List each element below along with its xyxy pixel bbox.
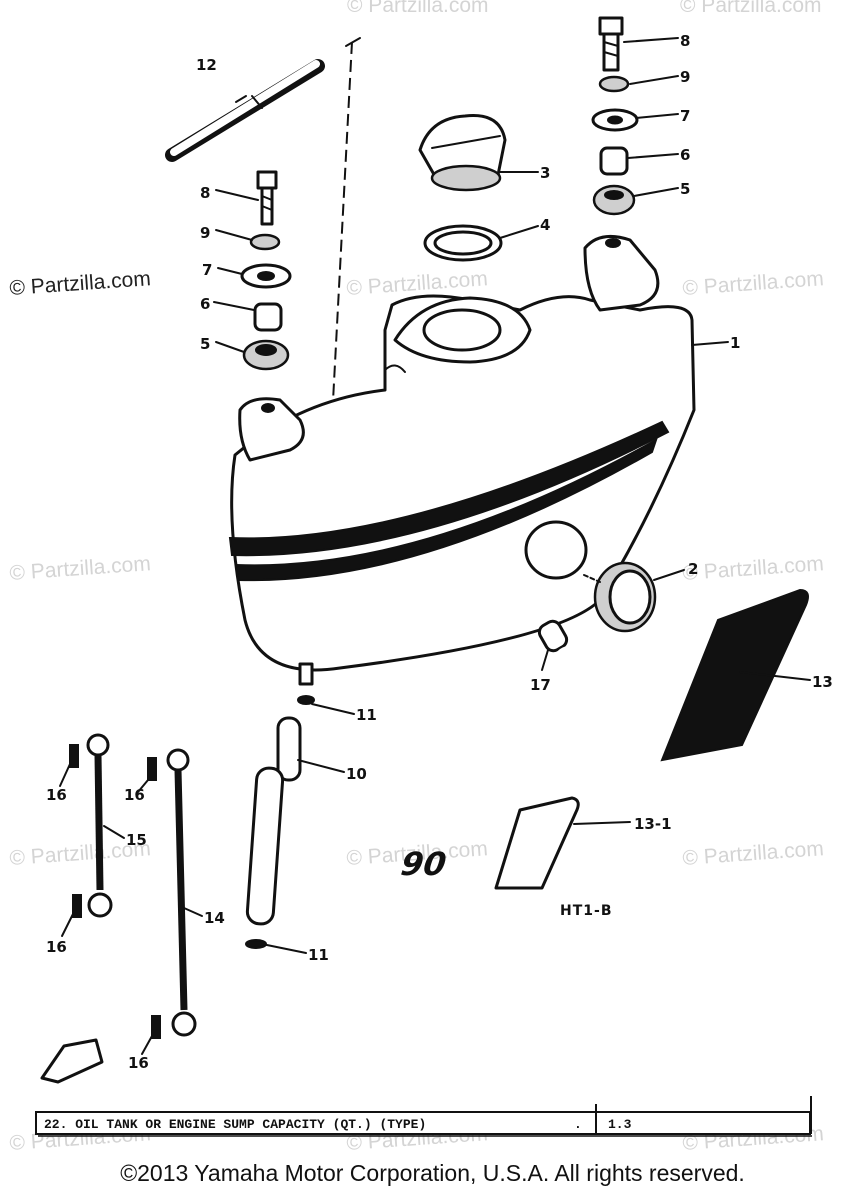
filler-cap — [418, 114, 507, 262]
callout-13-1: 13-1 — [634, 815, 672, 833]
callout-7-right: 7 — [680, 107, 690, 125]
callout-4: 4 — [540, 216, 550, 234]
capacity-separator: . — [574, 1117, 582, 1132]
watermark: © Partzilla.com — [9, 552, 152, 585]
callout-10: 10 — [346, 765, 367, 783]
part-12-pipe — [165, 37, 361, 421]
watermark: © Partzilla.com — [682, 267, 825, 300]
left-mount-hardware — [240, 170, 292, 371]
callout-16-a: 16 — [46, 786, 67, 804]
callout-5-right: 5 — [680, 180, 690, 198]
callout-8-left: 8 — [200, 184, 210, 202]
capacity-label: 22. OIL TANK OR ENGINE SUMP CAPACITY (QT… — [44, 1117, 426, 1132]
watermark: © Partzilla.com — [346, 267, 489, 300]
watermark-main: © Partzilla.com — [9, 267, 152, 300]
watermark: © Partzilla.com — [682, 552, 825, 585]
oil-tank — [228, 234, 696, 686]
grommet — [583, 561, 657, 633]
callout-16-b: 16 — [124, 786, 145, 804]
leader-lines — [59, 37, 811, 1055]
callout-5-left: 5 — [200, 335, 210, 353]
stays — [69, 733, 197, 1039]
callout-16-c: 16 — [46, 938, 67, 956]
callout-6-left: 6 — [200, 295, 210, 313]
callout-16-d: 16 — [128, 1054, 149, 1072]
arrow-badge — [40, 1038, 104, 1084]
callout-14: 14 — [204, 909, 225, 927]
callout-6-right: 6 — [680, 146, 690, 164]
callout-11-bottom: 11 — [308, 946, 329, 964]
model-label: HT1-B — [560, 903, 613, 919]
callout-12: 12 — [196, 56, 217, 74]
callout-2: 2 — [688, 560, 698, 578]
sleeve-17 — [537, 619, 569, 653]
capacity-value: 1.3 — [608, 1117, 632, 1132]
watermark: © Partzilla.com — [347, 0, 489, 17]
callout-8-right: 8 — [680, 32, 690, 50]
capacity-table: 22. OIL TANK OR ENGINE SUMP CAPACITY (QT… — [35, 1096, 812, 1137]
callout-15: 15 — [126, 831, 147, 849]
watermark: © Partzilla.com — [680, 0, 822, 17]
watermark: © Partzilla.com — [682, 837, 825, 870]
oil-hose — [245, 695, 315, 949]
callout-1: 1 — [730, 334, 740, 352]
right-mount-hardware — [591, 16, 639, 216]
decal-13-text: 90 — [543, 639, 621, 692]
callout-9-right: 9 — [680, 68, 690, 86]
callout-3: 3 — [540, 164, 550, 182]
copyright-notice: ©2013 Yamaha Motor Corporation, U.S.A. A… — [120, 1160, 745, 1186]
callout-7-left: 7 — [202, 261, 212, 279]
callout-17: 17 — [530, 676, 551, 694]
decal-13: 90 — [499, 588, 809, 762]
callouts: 12 8 9 7 6 5 8 9 7 6 5 3 4 1 2 17 13 13-… — [46, 32, 833, 1072]
callout-9-left: 9 — [200, 224, 210, 242]
callout-13: 13 — [812, 673, 833, 691]
callout-11-top: 11 — [356, 706, 377, 724]
